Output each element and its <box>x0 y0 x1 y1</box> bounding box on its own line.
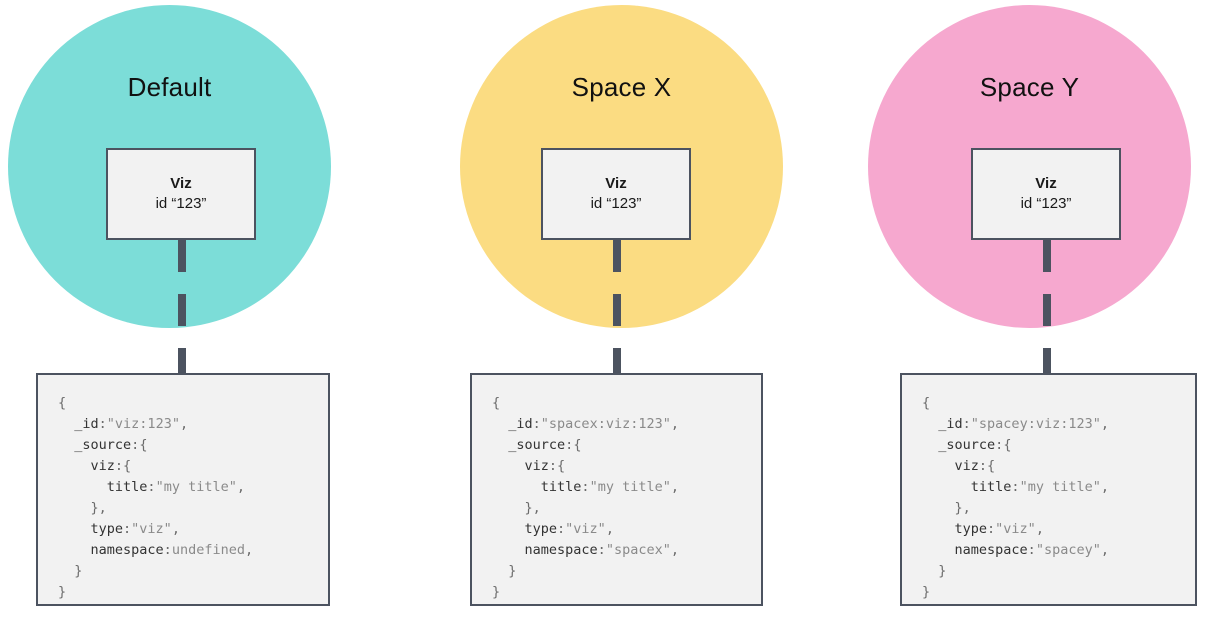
viz-object-title: Viz <box>170 174 192 192</box>
viz-object-id: id “123” <box>1020 195 1072 212</box>
space-panel-spacex: Space X Viz id “123” { _id:"spacex:viz:1… <box>430 0 840 622</box>
code-line: viz:{ <box>954 458 996 474</box>
code-line: }, <box>954 500 971 516</box>
viz-object-id: id “123” <box>590 195 642 212</box>
code-line: type:"viz", <box>524 521 614 537</box>
code-line: type:"viz", <box>90 521 180 537</box>
code-line: namespace:"spacex", <box>524 542 679 558</box>
viz-object-box-spacex: Viz id “123” <box>541 148 691 240</box>
dashed-connector-default <box>178 240 186 374</box>
code-line: { <box>922 395 931 411</box>
code-line: _source:{ <box>938 437 1012 453</box>
dashed-connector-spacex <box>613 240 621 374</box>
space-title-default: Default <box>127 72 212 102</box>
code-line: title:"my title", <box>540 479 679 495</box>
source-document-box-default: { _id:"viz:123", _source:{ viz:{ title:"… <box>36 373 330 606</box>
code-line: }, <box>90 500 107 516</box>
code-line: } <box>938 563 947 579</box>
source-document-code-default: { _id:"viz:123", _source:{ viz:{ title:"… <box>58 393 312 603</box>
viz-object-title: Viz <box>1035 174 1057 192</box>
space-panel-default: Default Viz id “123” { _id:"viz:123", _s… <box>0 0 410 622</box>
code-line: title:"my title", <box>970 479 1109 495</box>
space-title-spacex: Space X <box>571 72 672 102</box>
code-line: _source:{ <box>508 437 582 453</box>
code-line: } <box>508 563 517 579</box>
code-line: namespace:undefined, <box>90 542 254 558</box>
code-line: namespace:"spacey", <box>954 542 1109 558</box>
code-line: _id:"spacex:viz:123", <box>508 416 679 432</box>
code-line: { <box>58 395 67 411</box>
code-line: title:"my title", <box>106 479 245 495</box>
space-title-spacey: Space Y <box>979 72 1080 102</box>
viz-object-box-default: Viz id “123” <box>106 148 256 240</box>
space-panel-spacey: Space Y Viz id “123” { _id:"spacey:viz:1… <box>860 0 1228 622</box>
code-line: _id:"viz:123", <box>74 416 189 432</box>
code-line: { <box>492 395 501 411</box>
source-document-code-spacex: { _id:"spacex:viz:123", _source:{ viz:{ … <box>492 393 745 603</box>
code-line: } <box>922 584 931 600</box>
code-line: } <box>492 584 501 600</box>
code-line: type:"viz", <box>954 521 1044 537</box>
code-line: _source:{ <box>74 437 148 453</box>
code-line: } <box>58 584 67 600</box>
code-line: viz:{ <box>524 458 566 474</box>
viz-object-box-spacey: Viz id “123” <box>971 148 1121 240</box>
source-document-box-spacex: { _id:"spacex:viz:123", _source:{ viz:{ … <box>470 373 763 606</box>
code-line: viz:{ <box>90 458 132 474</box>
viz-object-id: id “123” <box>155 195 207 212</box>
viz-object-title: Viz <box>605 174 627 192</box>
source-document-box-spacey: { _id:"spacey:viz:123", _source:{ viz:{ … <box>900 373 1197 606</box>
code-line: } <box>74 563 83 579</box>
source-document-code-spacey: { _id:"spacey:viz:123", _source:{ viz:{ … <box>922 393 1179 603</box>
dashed-connector-spacey <box>1043 240 1051 374</box>
code-line: _id:"spacey:viz:123", <box>938 416 1109 432</box>
code-line: }, <box>524 500 541 516</box>
